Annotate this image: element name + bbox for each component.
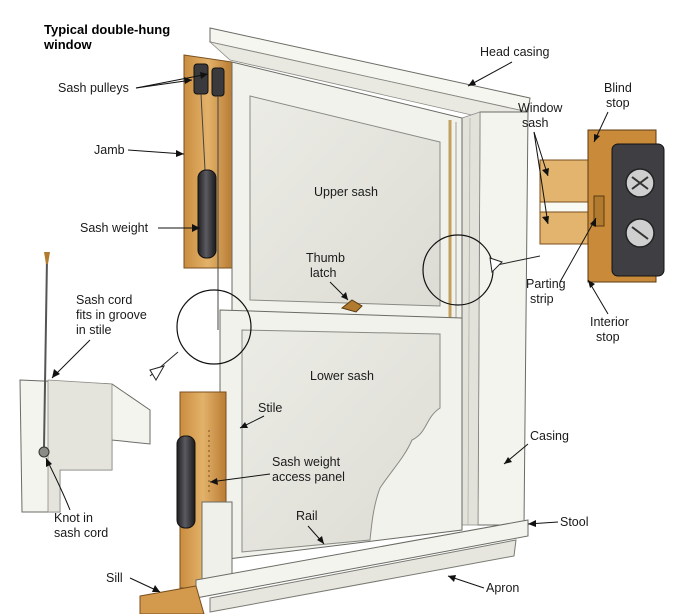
label-lower-sash: Lower sash [310,369,374,383]
label-interior-stop-line-1: Interior [590,315,629,329]
parting-strip-inset [489,129,665,283]
jamb-lower-shape [176,391,233,589]
sash-cord-inset [19,252,179,513]
upper-sash-shape [231,61,463,525]
label-stile: Stile [258,401,282,415]
label-sash-cord-line-1: Sash cord [76,293,132,307]
label-head-casing: Head casing [480,45,550,59]
label-blind-stop-line-2: stop [606,96,630,110]
label-sash-weight: Sash weight [80,221,149,235]
detail-circle-stile [176,289,252,365]
label-blind-stop-line-1: Blind [604,81,632,95]
diagram-title-line-1: Typical double-hung [44,22,170,37]
label-sill: Sill [106,571,123,585]
lower-sash-shape [219,299,463,561]
label-thumb-latch-line-2: latch [310,266,336,280]
label-sash-cord-line-3: in stile [76,323,111,337]
label-access-panel-line-2: access panel [272,470,345,484]
label-access-panel-line-1: Sash weight [272,455,341,469]
label-interior-stop-line-2: stop [596,330,620,344]
label-jamb: Jamb [94,143,125,157]
diagram-title-line-2: window [43,37,93,52]
label-rail: Rail [296,509,318,523]
right-casing-shape [459,111,529,526]
head-casing-shape [208,27,531,127]
label-casing: Casing [530,429,569,443]
jamb-upper-shape [183,54,233,330]
stool-apron-shape [139,519,529,614]
label-apron: Apron [486,581,519,595]
label-parting-strip-line-2: strip [530,292,554,306]
label-thumb-latch-line-1: Thumb [306,251,345,265]
label-sash-pulleys: Sash pulleys [58,81,129,95]
label-window-sash-line-1: Window [518,101,563,115]
label-knot-line-1: Knot in [54,511,93,525]
label-upper-sash: Upper sash [314,185,378,199]
label-window-sash-line-2: sash [522,116,548,130]
label-parting-strip-line-1: Parting [526,277,566,291]
label-stool: Stool [560,515,589,529]
label-knot-line-2: sash cord [54,526,108,540]
label-sash-cord-line-2: fits in groove [76,308,147,322]
